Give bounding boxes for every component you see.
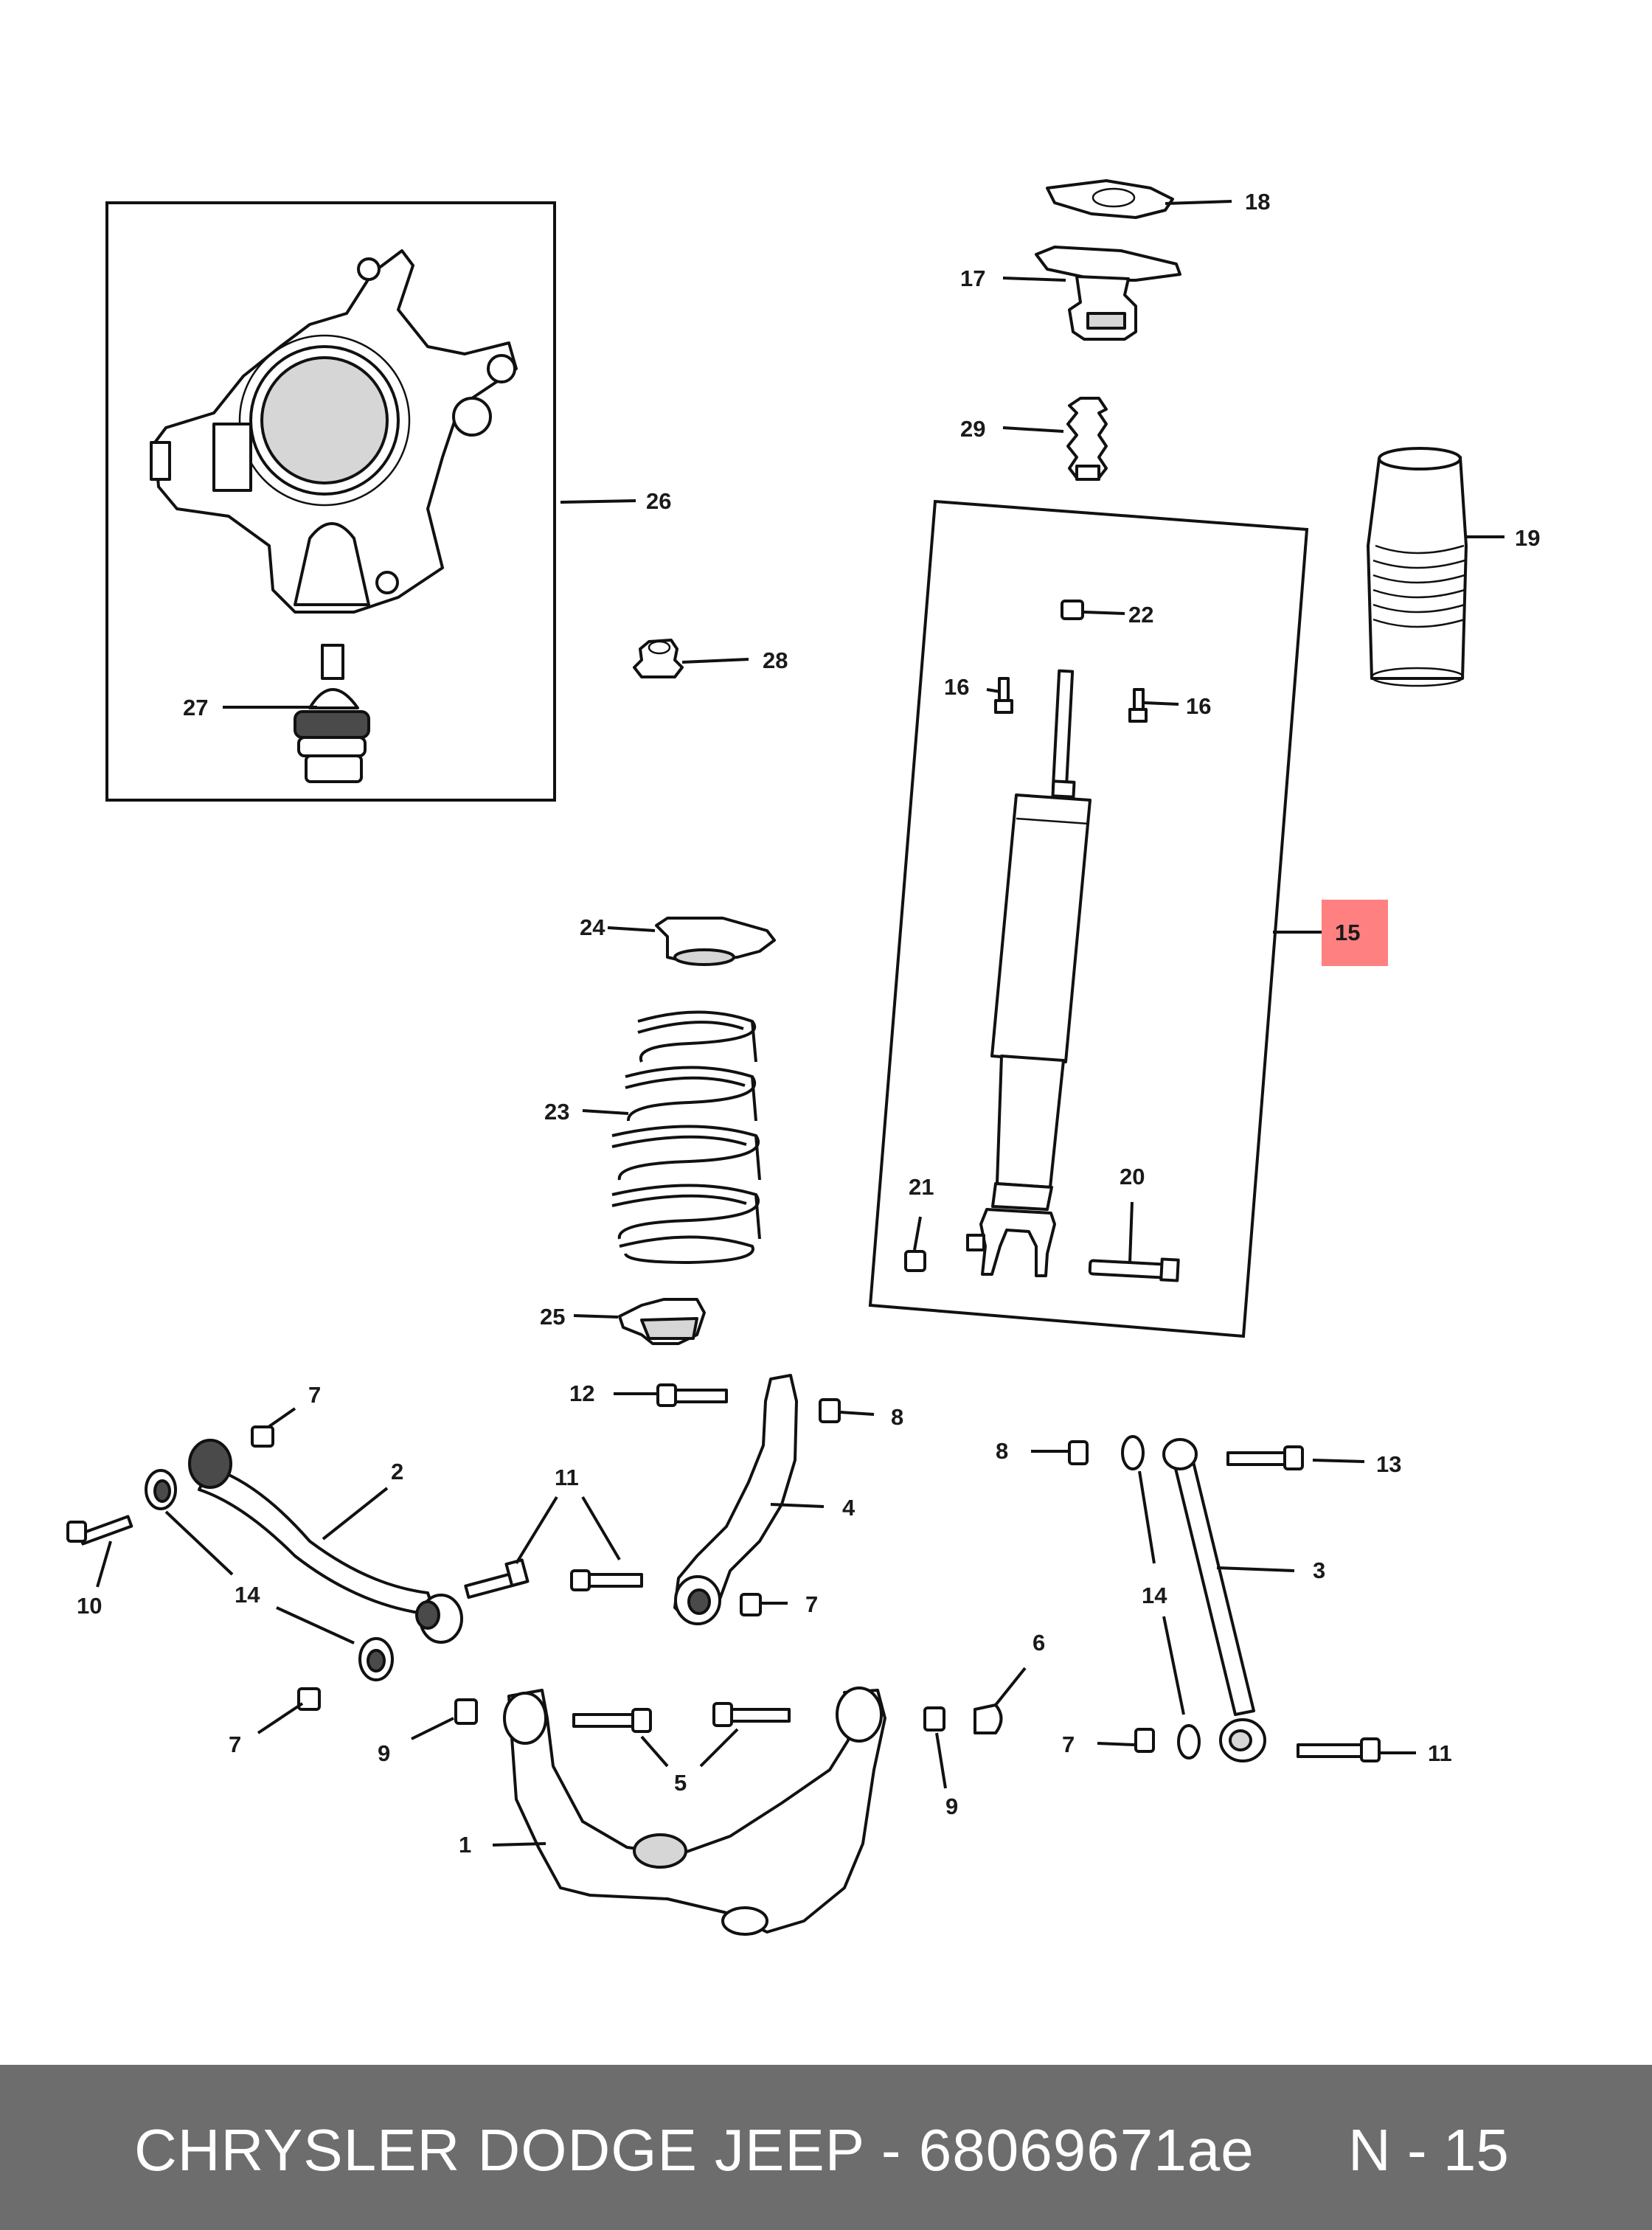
- callout-7c: 7: [229, 1731, 241, 1757]
- callout-7d: 7: [1062, 1731, 1075, 1757]
- shock-inset: 22 16 16 20 21 15: [868, 499, 1388, 1338]
- callout-16b: 16: [1186, 693, 1211, 719]
- callout-9b: 9: [945, 1793, 958, 1819]
- callout-29: 29: [960, 416, 985, 442]
- callout-6: 6: [1032, 1630, 1045, 1656]
- knuckle-inset: 26 27: [105, 201, 671, 802]
- callout-24: 24: [580, 914, 605, 940]
- callout-5: 5: [674, 1770, 687, 1796]
- spring-group: 24 23 25: [540, 914, 776, 1345]
- callout-23: 23: [544, 1099, 569, 1125]
- callout-17: 17: [960, 265, 985, 291]
- footer-brand-part-number: CHRYSLER DODGE JEEP - 68069671ae: [134, 2117, 1254, 2183]
- callout-14a: 14: [235, 1582, 260, 1608]
- callout-19: 19: [1515, 525, 1540, 551]
- callout-10: 10: [77, 1593, 102, 1619]
- callout-7b: 7: [805, 1591, 818, 1617]
- callout-27: 27: [183, 695, 208, 720]
- footer-page-id: N - 15: [1348, 2117, 1509, 2183]
- callout-11a: 11: [555, 1465, 579, 1490]
- callout-28: 28: [763, 647, 788, 673]
- callout-18: 18: [1245, 189, 1270, 215]
- callout-16a: 16: [944, 674, 969, 700]
- footer-bar: CHRYSLER DODGE JEEP - 68069671ae N - 15: [0, 2065, 1652, 2230]
- callout-20: 20: [1120, 1164, 1145, 1189]
- part-15-highlight: [1322, 900, 1388, 966]
- callout-26: 26: [646, 488, 671, 514]
- right-arm-group: 8 13 14 3 7 11: [996, 1435, 1452, 1766]
- dust-boot-group: 19: [1367, 447, 1540, 687]
- upper-mount-group: 18 17 29 28: [633, 179, 1270, 678]
- callout-9a: 9: [378, 1740, 390, 1766]
- callout-15: 15: [1335, 920, 1360, 945]
- parts-diagram: 26 27 18 17 29 28 19: [66, 179, 1540, 1936]
- callout-21: 21: [909, 1174, 934, 1200]
- left-arm-group: 7 10 14 2 11 12: [66, 1374, 903, 1757]
- callout-2: 2: [391, 1459, 403, 1484]
- callout-13: 13: [1376, 1451, 1401, 1477]
- callout-3: 3: [1313, 1557, 1325, 1583]
- callout-7a: 7: [308, 1382, 321, 1408]
- callout-25: 25: [540, 1304, 565, 1330]
- callout-8a: 8: [891, 1404, 903, 1430]
- callout-12: 12: [569, 1380, 594, 1406]
- callout-14b: 14: [1142, 1583, 1167, 1608]
- callout-1: 1: [459, 1832, 471, 1858]
- callout-4: 4: [842, 1495, 856, 1521]
- callout-8b: 8: [996, 1438, 1008, 1464]
- callout-22: 22: [1128, 602, 1153, 628]
- callout-11b: 11: [1428, 1740, 1452, 1766]
- lower-arm-group: 1 5 9 9 6: [378, 1630, 1045, 1936]
